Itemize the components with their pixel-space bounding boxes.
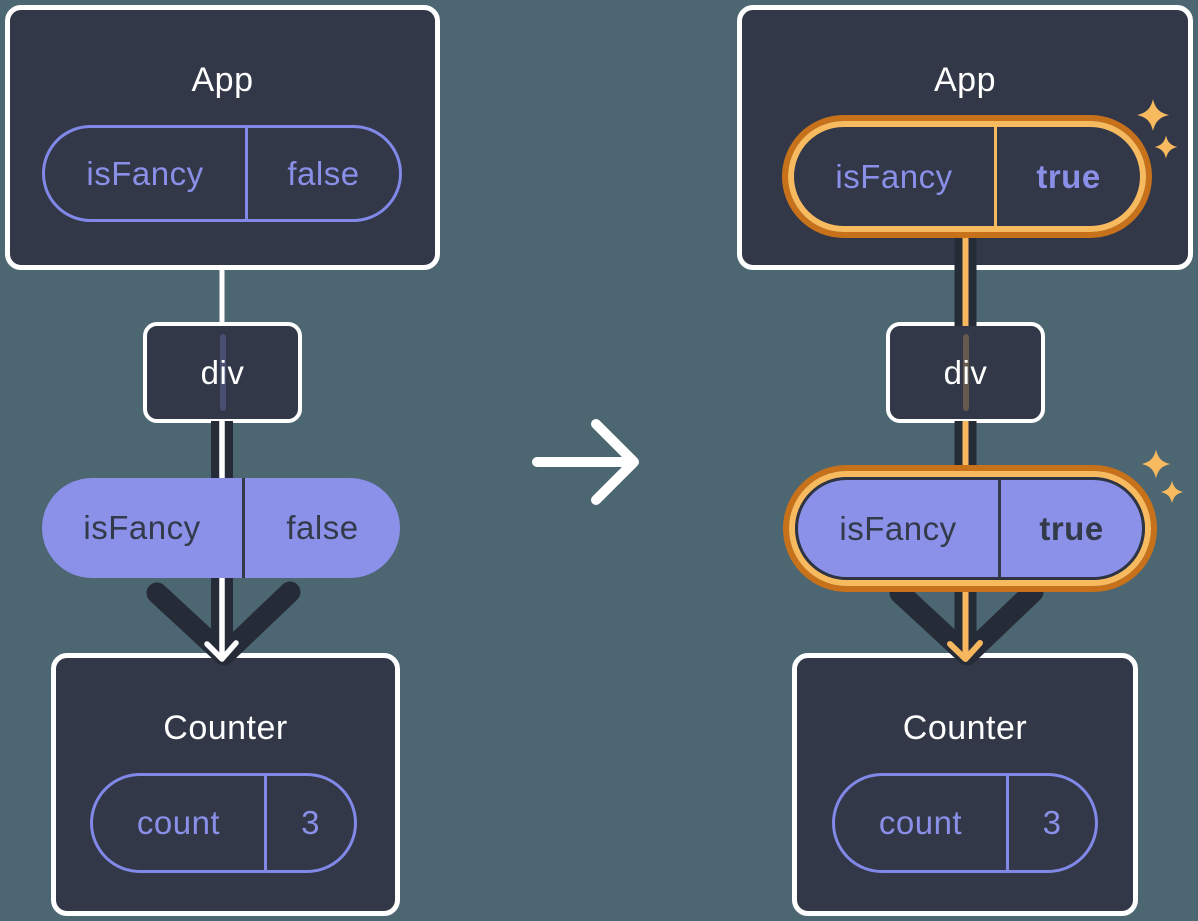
state-pill-key: count bbox=[93, 776, 267, 870]
left-counter-box: Counter bbox=[51, 653, 400, 916]
sparkle-icon bbox=[1141, 449, 1171, 479]
right-prop-pill-highlighted: isFancy true bbox=[783, 465, 1157, 592]
right-counter-title: Counter bbox=[902, 709, 1028, 747]
state-pill-value: false bbox=[287, 154, 360, 192]
transition-arrow-icon bbox=[532, 419, 639, 505]
prop-pill-value: false bbox=[286, 509, 359, 546]
left-div-box: div bbox=[143, 322, 302, 423]
pass-through-line bbox=[962, 334, 969, 411]
left-prop-pill: isFancy false bbox=[42, 478, 400, 578]
right-app-state-pill-highlighted: isFancy true bbox=[782, 115, 1152, 238]
right-down-arrow-icon bbox=[889, 581, 1044, 666]
left-div-title: div bbox=[200, 353, 245, 391]
right-div-title: div bbox=[943, 353, 988, 391]
prop-pill-value: true bbox=[1039, 509, 1104, 547]
state-pill-key: isFancy bbox=[45, 128, 248, 219]
right-app-title: App bbox=[934, 61, 996, 99]
state-pill-key: count bbox=[835, 776, 1009, 870]
right-counter-state-pill: count 3 bbox=[832, 773, 1098, 873]
right-div-box: div bbox=[886, 322, 1045, 423]
state-pill-value: true bbox=[1036, 157, 1101, 195]
pill-core: isFancy true bbox=[795, 477, 1145, 580]
pass-through-line bbox=[219, 334, 226, 411]
prop-pill-key: isFancy bbox=[798, 480, 1001, 577]
left-app-state-pill: isFancy false bbox=[42, 125, 402, 222]
state-pill-value: 3 bbox=[301, 804, 320, 841]
orange-ring: isFancy true bbox=[788, 121, 1146, 232]
sparkle-icon bbox=[1160, 480, 1184, 504]
state-pill-value: 3 bbox=[1042, 804, 1062, 841]
left-counter-state-pill: count 3 bbox=[90, 773, 357, 873]
pill-core: isFancy true bbox=[794, 127, 1140, 226]
prop-pill-key: isFancy bbox=[42, 478, 245, 578]
orange-ring: isFancy true bbox=[789, 471, 1151, 586]
state-pill-key: isFancy bbox=[794, 127, 997, 226]
left-counter-title: Counter bbox=[163, 709, 288, 747]
left-app-title: App bbox=[191, 61, 254, 99]
left-down-arrow-icon bbox=[146, 581, 301, 666]
